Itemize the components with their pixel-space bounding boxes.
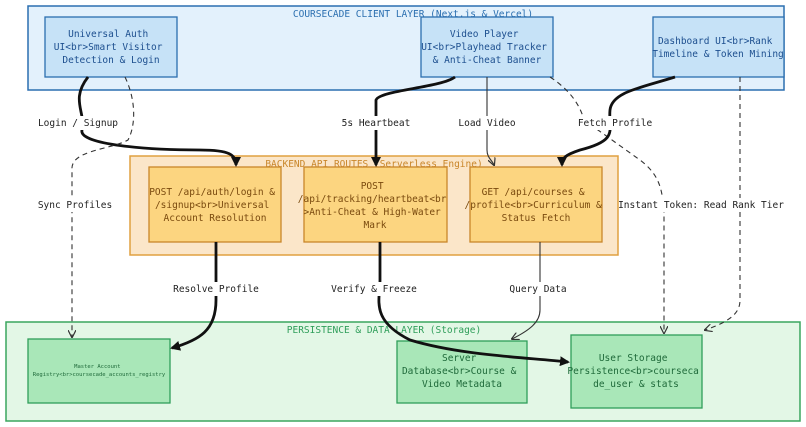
edge-label-load-video: Load Video	[456, 116, 518, 130]
node-video-player-line-3: & Anti-Cheat Banner	[433, 55, 542, 66]
node-universal-auth: Universal Auth UI<br>Smart Visitor Detec…	[44, 16, 178, 78]
node-api-auth: POST /api/auth/login & /signup<br>Univer…	[148, 166, 282, 243]
edge-login-signup	[77, 76, 241, 167]
node-dashboard-line-2: Timeline & Token Mining	[652, 49, 784, 60]
node-user-storage: User Storage Persistence<br>courseca de_…	[567, 334, 704, 409]
edge-label-verify-freeze: Verify & Freeze	[331, 282, 417, 296]
node-universal-auth-line-1: Universal Auth	[68, 29, 148, 40]
node-universal-auth-line-3: Detection & Login	[62, 55, 159, 66]
edge-label-login-signup: Login / Signup	[38, 116, 118, 130]
svg-text:Master Account Registry<: Master Account Registry<br>coursecade_ac…	[33, 364, 166, 378]
node-universal-auth-line-2: UI<br>Smart Visitor	[54, 42, 163, 53]
node-server-database-line-2: Database<br>Course &	[402, 366, 517, 377]
svg-text:Load Video: Load Video	[458, 118, 515, 129]
edge-resolve-profile	[170, 242, 218, 351]
node-video-player-line-2: UI<br>Playhead Tracker	[421, 42, 547, 53]
node-api-heartbeat-line-2: /api/tracking/heartbeat<br	[298, 194, 447, 205]
edge-sync-profiles	[72, 76, 135, 337]
svg-text:GET /api/courses & /prof: GET /api/courses & /profile<br>Curriculu…	[464, 187, 607, 224]
persistence-layer-title: PERSISTENCE & DATA LAYER (Storage)	[287, 325, 481, 336]
edge-label-fetch-profile: Fetch Profile	[578, 116, 653, 130]
edge-label-query-data: Query Data	[506, 282, 570, 296]
svg-text:Video Player UI<br>Playh: Video Player UI<br>Playhead Tracker & An…	[421, 29, 553, 66]
svg-text:Instant Token: Read Rank Tier: Instant Token: Read Rank Tier	[618, 200, 784, 211]
node-user-storage-line-2: Persistence<br>courseca	[567, 366, 699, 377]
node-master-registry-line-1: Master Account	[74, 364, 120, 370]
edge-query-data	[512, 242, 541, 339]
node-server-database-line-3: Video Metadata	[422, 379, 502, 390]
edge-video-to-storage	[549, 76, 664, 333]
svg-text:User Storage Persistence: User Storage Persistence<br>courseca de_…	[567, 353, 704, 390]
edge-label-heartbeat: 5s Heartbeat	[338, 116, 414, 130]
edge-label-sync-profiles: Sync Profiles	[38, 198, 112, 212]
node-user-storage-line-1: User Storage	[599, 353, 668, 364]
edge-instant-token	[705, 77, 741, 330]
node-master-registry: Master Account Registry<br>coursecade_ac…	[27, 338, 171, 404]
svg-text:Dashboard UI<br>Rank Tim: Dashboard UI<br>Rank Timeline & Token Mi…	[652, 36, 784, 60]
svg-text:Query Data: Query Data	[509, 284, 566, 295]
client-layer-title: COURSECADE CLIENT LAYER (Next.js & Verce…	[293, 9, 533, 20]
node-api-auth-line-3: Account Resolution	[164, 213, 267, 224]
svg-text:Sync Profiles: Sync Profiles	[38, 200, 112, 211]
svg-text:Server Database<br>Cours: Server Database<br>Course & Video Metada…	[402, 353, 522, 390]
node-api-courses-line-3: Status Fetch	[502, 213, 571, 224]
node-video-player: Video Player UI<br>Playhead Tracker & An…	[420, 16, 554, 78]
node-api-courses-line-1: GET /api/courses &	[482, 187, 585, 198]
node-dashboard-line-1: Dashboard UI<br>Rank	[658, 36, 773, 47]
node-api-heartbeat-line-3: >Anti-Cheat & High-Water	[303, 207, 441, 218]
node-server-database-line-1: Server	[442, 353, 477, 364]
svg-text:POST /api/tracking/heart: POST /api/tracking/heartbeat<br >Anti-Ch…	[298, 181, 452, 231]
node-dashboard: Dashboard UI<br>Rank Timeline & Token Mi…	[652, 16, 785, 78]
node-api-auth-line-2: /signup<br>Universal	[155, 200, 269, 211]
node-api-heartbeat: POST /api/tracking/heartbeat<br >Anti-Ch…	[298, 166, 452, 243]
svg-text:Fetch Profile: Fetch Profile	[578, 118, 653, 129]
node-api-courses-line-2: /profile<br>Curriculum &	[464, 200, 602, 211]
svg-text:5s Heartbeat: 5s Heartbeat	[342, 118, 411, 129]
svg-text:Login / Signup: Login / Signup	[38, 118, 118, 129]
edge-load-video	[486, 77, 494, 165]
edge-label-instant-token: Instant Token: Read Rank Tier	[618, 198, 784, 212]
edge-heartbeat	[371, 75, 456, 167]
node-user-storage-line-3: de_user & stats	[593, 379, 679, 390]
node-api-heartbeat-line-1: POST	[361, 181, 384, 192]
node-video-player-line-1: Video Player	[450, 29, 519, 40]
node-api-heartbeat-line-4: Mark	[364, 220, 387, 231]
svg-text:Verify & Freeze: Verify & Freeze	[331, 284, 417, 295]
node-api-courses: GET /api/courses & /profile<br>Curriculu…	[464, 166, 607, 243]
svg-text:Universal Auth UI<br>Sma: Universal Auth UI<br>Smart Visitor Detec…	[54, 29, 168, 66]
svg-text:POST /api/auth/login & /: POST /api/auth/login & /signup<br>Univer…	[149, 187, 281, 224]
node-master-registry-line-2: Registry<br>coursecade_accounts_registry	[33, 372, 166, 378]
edge-label-resolve-profile: Resolve Profile	[173, 282, 259, 296]
node-api-auth-line-1: POST /api/auth/login &	[149, 187, 275, 198]
svg-text:Resolve Profile: Resolve Profile	[173, 284, 259, 295]
